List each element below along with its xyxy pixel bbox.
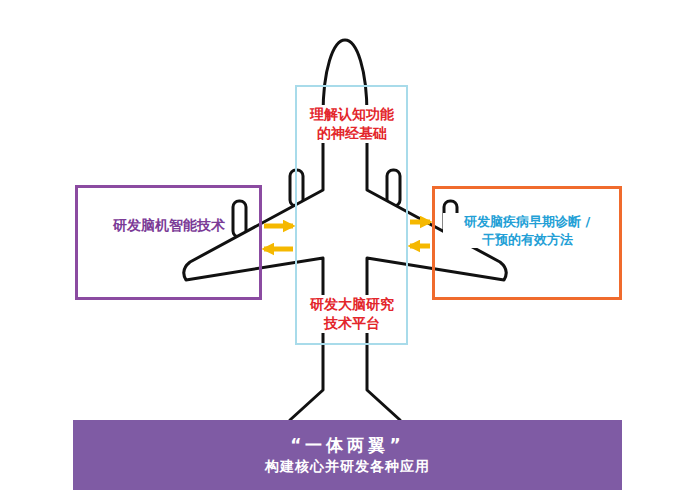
band-heading: “一体两翼”: [288, 434, 406, 457]
core-text: 研发大脑研究 技术平台: [303, 295, 400, 333]
airplane-outline: [184, 40, 507, 466]
summary-band: “一体两翼”构建核心并研发各种应用: [73, 420, 622, 490]
double-arrow-connector: [410, 220, 430, 225]
core-box: 理解认知功能 的神经基础研发大脑研究 技术平台: [295, 85, 408, 345]
double-arrow-connector: [264, 224, 293, 229]
wing-box: 研发脑机智能技术: [75, 185, 262, 300]
core-text: 理解认知功能 的神经基础: [303, 105, 400, 143]
double-arrow-connector: [264, 247, 293, 252]
wing-text: 研发脑疾病早期诊断 /干预的有效方法: [443, 213, 611, 248]
band-text: 构建核心并研发各种应用: [263, 457, 432, 476]
wing-box: 研发脑疾病早期诊断 /干预的有效方法: [432, 186, 622, 300]
double-arrow-connector: [410, 244, 430, 249]
wing-text: 研发脑机智能技术: [111, 216, 227, 235]
